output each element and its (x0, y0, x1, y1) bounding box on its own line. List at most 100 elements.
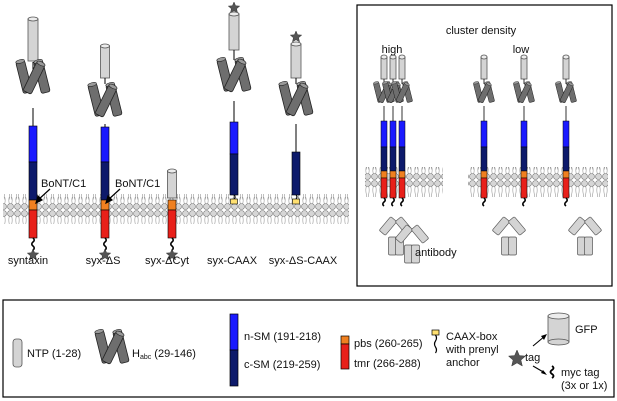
csm-segment (398, 146, 406, 172)
legend-tmr-text: tmr (266-288) (354, 358, 421, 370)
habc-helix-cap (513, 81, 519, 85)
ntp-domain (398, 56, 406, 80)
habc-domain-icon (15, 59, 51, 95)
pbs-segment (520, 170, 528, 179)
antibody-segment (508, 216, 526, 236)
inset-low-label: low (513, 44, 530, 56)
ntp-domain-cap (389, 54, 397, 60)
habc-domain-icon (87, 82, 123, 118)
ntp-domain-cap (228, 11, 240, 17)
habc-helix (95, 83, 118, 118)
legend-gfp-text: GFP (575, 324, 598, 336)
legend-caax-text-2: with prenyl (445, 344, 499, 356)
csm-segment (562, 146, 570, 172)
legend-nsm-text: n-SM (191-218) (244, 331, 321, 343)
habc-helix-cap (15, 59, 25, 64)
ntp-domain-cap (562, 54, 570, 60)
habc-helix-cap (87, 82, 97, 87)
legend-caax: CAAX-box with prenyl anchor (431, 329, 499, 369)
ntp-domain (480, 56, 488, 80)
antibody-segment (568, 216, 586, 236)
ntp-domain (167, 170, 177, 199)
legend-habc-text: Habc (29-146) (132, 348, 196, 361)
myc-tag-icon (481, 197, 487, 207)
tmr-segment (398, 177, 406, 199)
legend-pbs-tmr: pbs (260-265) tmr (266-288) (340, 335, 423, 370)
habc-helix-cap (404, 82, 410, 86)
antibody-segment-body (568, 216, 586, 236)
constructs-group (15, 1, 314, 261)
pbs-segment (28, 199, 38, 211)
ntp-domain (228, 13, 240, 51)
construct-label-syx-dCyt: syx-ΔCyt (145, 255, 189, 267)
legend-ntp-text: NTP (1-28) (27, 348, 81, 360)
myc-tag-icon (521, 197, 527, 207)
habc-helix-cap (36, 60, 46, 67)
tmr-segment (480, 177, 488, 199)
habc-helix-cap (391, 81, 397, 85)
myc-tag-icon (381, 197, 387, 207)
legend-habc-main: H (132, 348, 140, 360)
habc-helix-cap (473, 81, 479, 85)
construct-label-syx-dS: syx-ΔS (86, 255, 121, 267)
bont-label-right: BoNT/C1 (115, 178, 160, 190)
antibody-segment (584, 236, 593, 256)
inset-membrane-low (468, 167, 608, 197)
antibody-segment-body (379, 216, 397, 236)
pbs-segment (562, 170, 570, 179)
habc-helix-cap (237, 58, 247, 65)
antibody-segment-body (508, 216, 526, 236)
csm-segment (389, 146, 397, 172)
legend-caax-text-1: CAAX-box (446, 331, 498, 343)
tag-star-icon (98, 248, 112, 261)
legend-habc-range: (29-146) (151, 348, 196, 360)
antibody-segment-body (492, 216, 510, 236)
bont-label-left: BoNT/C1 (41, 178, 86, 190)
legend-myc-icon (549, 365, 555, 379)
ntp-domain-cap (480, 54, 488, 60)
linker (295, 194, 298, 200)
habc-helix-cap (216, 57, 226, 62)
ntp-domain-cap (520, 54, 528, 60)
habc-helix (23, 60, 46, 95)
legend-caax-text-3: anchor (446, 357, 480, 369)
habc-helix-cap (526, 82, 532, 86)
habc-helix (102, 330, 125, 365)
habc-helix-cap (94, 329, 104, 334)
legend-tag-text: tag (525, 352, 540, 364)
ntp-domain (27, 18, 39, 62)
habc-helix-cap (486, 82, 492, 86)
inset-high-label: high (382, 44, 403, 56)
ntp-domain-cap (167, 168, 177, 174)
pbs-segment (389, 170, 397, 179)
myc-tag-icon (30, 237, 36, 251)
legend-habc-sub: abc (140, 354, 152, 361)
habc-domain-icon (278, 81, 314, 117)
ntp-domain (520, 56, 528, 80)
pbs-segment (398, 170, 406, 179)
myc-tag-icon (390, 197, 396, 207)
legend-frame (2, 299, 615, 398)
legend-gfp-icon (547, 312, 570, 346)
habc-domain-icon (216, 57, 252, 93)
csm-segment (28, 161, 38, 201)
tag-star-icon (227, 1, 241, 14)
csm-segment (291, 151, 301, 196)
antibody-segment-body (508, 236, 517, 256)
legend-tags: tag GFP myc tag (3x or 1x) (507, 312, 607, 392)
construct-label-syntaxin: syntaxin (8, 255, 48, 267)
nsm-segment (480, 120, 488, 148)
legend-tag-star-icon (507, 349, 527, 367)
tmr-segment (380, 177, 388, 199)
legend-habc-icon (94, 329, 130, 365)
ntp-domain (389, 56, 397, 80)
csm-segment (100, 161, 110, 201)
antibody-segment (492, 216, 510, 236)
tmr-segment (562, 177, 570, 199)
csm-segment (480, 146, 488, 172)
ntp-domain-cap (398, 54, 406, 60)
habc-domain-icon (513, 81, 535, 103)
habc-helix-cap (373, 81, 379, 85)
ntp-domain-cap (380, 54, 388, 60)
